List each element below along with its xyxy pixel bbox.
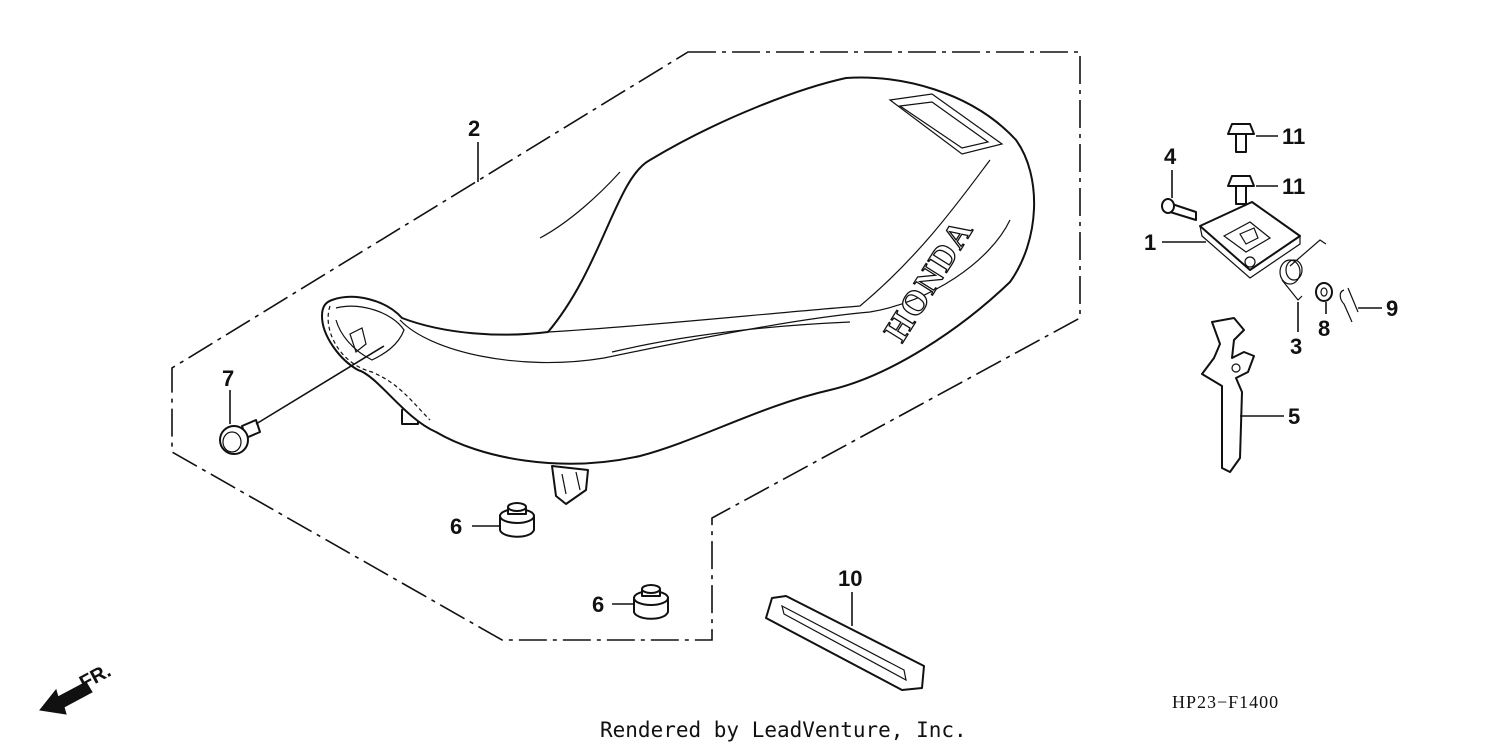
latch-spring[interactable] [1279,239,1327,301]
seat-knob-head [219,425,249,455]
seat-front-hole [349,327,367,354]
washer[interactable] [1315,282,1333,302]
seat-rear-pad [888,93,1004,155]
diagram-code: HP23−F1400 [1172,692,1279,712]
latch-spring-coil-2 [1285,259,1303,281]
seat-strap[interactable] [765,595,925,691]
cushion-lower-nub [641,584,661,594]
cushion-upper[interactable] [499,502,535,538]
bolt-lower-shank [1235,185,1247,205]
latch-plate[interactable] [1199,201,1301,279]
front-direction-indicator: FR. [39,660,115,715]
callout-5: 5 [1288,404,1300,429]
callout-9: 9 [1386,296,1398,321]
bolt-lower[interactable] [1227,175,1255,205]
front-arrow-icon [39,681,93,715]
cotter-pin-body [1339,287,1359,323]
callout-11-upper: 11 [1282,124,1305,149]
callout-10: 10 [838,566,862,591]
latch-spring-coil-1 [1279,259,1301,285]
bolt-lower-head [1227,175,1255,187]
seat-side-seam [399,219,1011,364]
latch-hook-body [1201,317,1255,473]
latch-spring-arm [1289,239,1327,267]
seat-body [321,76,1036,465]
cushion-lower[interactable] [633,584,669,620]
bolt-upper-shank [1235,133,1247,153]
seat-bracket-rear-slot [561,471,581,495]
cushion-upper-nub [507,502,527,512]
seat[interactable]: HONDA [321,76,1036,505]
latch-hook[interactable] [1201,317,1255,473]
seat-strap-outer [765,595,925,691]
leader-7 [229,345,385,425]
seat-bracket-rear [551,465,589,505]
assembly-boundary [171,51,1081,641]
bolt-upper-head [1227,123,1255,135]
seat-rear-pad-inner [898,101,990,149]
latch-plate-edge [1199,225,1301,279]
callout-8: 8 [1318,316,1330,341]
callout-1: 1 [1144,230,1156,255]
callout-2: 2 [468,116,480,141]
latch-pin-head [1161,198,1175,214]
callout-6-upper: 6 [450,514,462,539]
seat-strap-inner [781,604,907,682]
seat-knob[interactable] [219,419,261,455]
callout-6-lower: 6 [592,592,604,617]
footer-credit: Rendered by LeadVenture, Inc. [600,718,967,742]
seat-knob-face [222,431,242,453]
bolt-upper[interactable] [1227,123,1255,153]
seat-front-curl [335,305,405,361]
seat-hump-line [539,171,621,239]
washer-inner [1320,287,1328,297]
latch-plate-slot [1222,221,1272,253]
callout-4: 4 [1164,144,1177,169]
latch-pin[interactable] [1161,198,1197,221]
latch-plate-body [1199,201,1301,271]
cotter-pin[interactable] [1339,287,1359,323]
callout-7: 7 [222,366,234,391]
seat-top-line [547,159,991,333]
callout-11-lower: 11 [1282,174,1305,199]
callout-3: 3 [1290,334,1302,359]
latch-spring-tail [1281,279,1303,301]
seat-ridge [611,321,851,353]
latch-hook-hole [1231,363,1241,373]
washer-outer [1315,282,1333,302]
latch-plate-hole [1244,256,1256,268]
seat-piping [327,305,431,421]
